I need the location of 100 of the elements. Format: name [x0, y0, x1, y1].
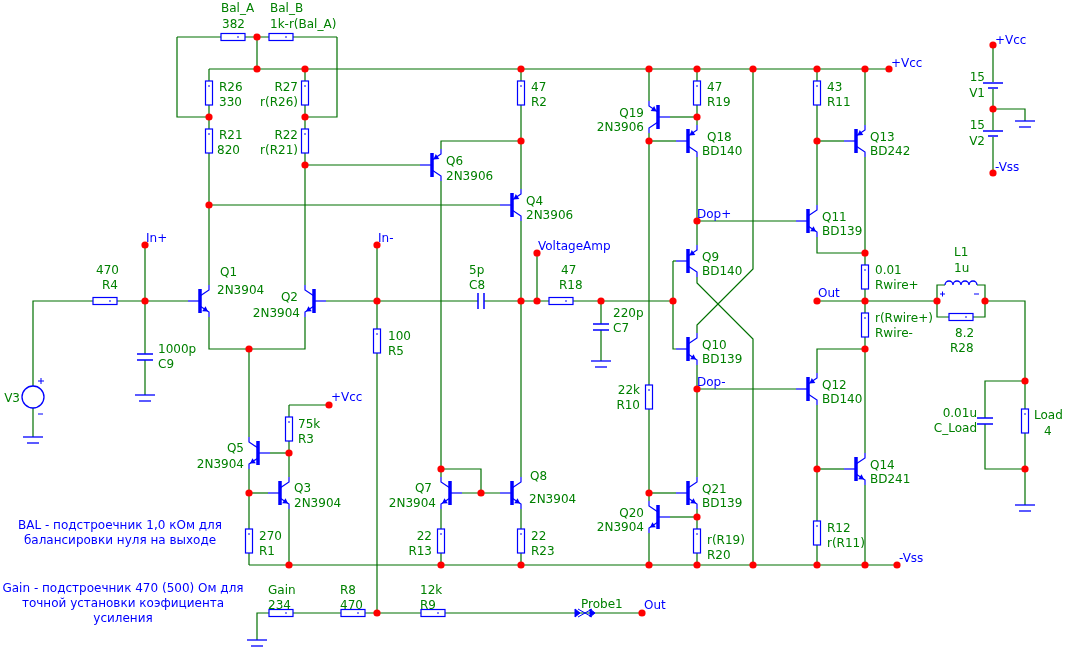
component-label: BD242 — [870, 144, 911, 158]
component-label: V2 — [969, 134, 985, 148]
component-label: Q18 — [707, 130, 732, 144]
component-label: Q1 — [220, 265, 238, 279]
component-label: 270 — [259, 529, 282, 543]
component-label: R1 — [259, 544, 275, 558]
component-label: 1k-r(Bal_A) — [270, 17, 337, 31]
component-label: Q8 — [530, 469, 548, 483]
component-label: 0.01u — [942, 406, 977, 420]
component-label: 15 — [969, 118, 985, 132]
component-label: C9 — [158, 357, 174, 371]
net-label: In+ — [146, 231, 168, 245]
component-label: Load — [1034, 408, 1063, 422]
component-label: 1000p — [158, 342, 197, 356]
component-label: BD140 — [822, 392, 863, 406]
component-label: Q6 — [446, 154, 464, 168]
component-label: Rwire- — [875, 326, 913, 340]
component-label: Q20 — [619, 506, 644, 520]
component-label: BD241 — [870, 472, 911, 486]
component-label: 5p — [469, 263, 485, 277]
component-label: 4 — [1044, 424, 1052, 438]
component-label: 47 — [561, 263, 577, 277]
component-label: 470 — [340, 598, 363, 612]
component-label: R28 — [950, 341, 974, 355]
net-label: In- — [378, 231, 394, 245]
component-label: Gain — [268, 583, 296, 597]
component-label: 22k — [617, 383, 640, 397]
component-label: 75k — [298, 417, 321, 431]
component-label: 100 — [388, 329, 411, 343]
component-label: 470 — [96, 263, 119, 277]
component-label: R9 — [420, 598, 436, 612]
component-label: 43 — [827, 80, 843, 94]
net-label: +Vcc — [995, 33, 1027, 47]
component-label: r(Rwire+) — [875, 311, 933, 325]
component-label: Bal_B — [270, 1, 304, 15]
component-label: L1 — [954, 245, 969, 259]
component-label: R18 — [559, 278, 583, 292]
component-label: 2N3904 — [252, 306, 300, 320]
net-label: Dop+ — [697, 207, 732, 221]
component-label: R8 — [340, 583, 356, 597]
component-label: Bal_A — [221, 1, 255, 15]
component-label: 2N3904 — [529, 492, 577, 506]
component-label: 15 — [969, 70, 985, 84]
component-label: Q10 — [702, 338, 727, 352]
component-label: 2N3904 — [294, 496, 342, 510]
component-label: C8 — [469, 278, 485, 292]
component-label: R13 — [408, 544, 432, 558]
component-label: r(R11) — [827, 536, 865, 550]
component-label: R22 — [274, 128, 298, 142]
component-label: 47 — [531, 80, 547, 94]
component-label: Q14 — [870, 458, 895, 472]
note-text: BAL - подстроечник 1,0 кОм для балансировки нуля на выходе — [17, 518, 223, 548]
net-label: -Vss — [899, 551, 924, 565]
component-label: R27 — [274, 80, 298, 94]
component-label: BD139 — [702, 352, 743, 366]
component-label: R12 — [827, 521, 851, 535]
component-label: Q7 — [414, 481, 432, 495]
component-label: Rwire+ — [875, 278, 919, 292]
component-label: BD139 — [822, 224, 863, 238]
component-label: R21 — [219, 128, 243, 142]
component-label: 234 — [268, 598, 291, 612]
component-label: R2 — [531, 95, 547, 109]
component-label: R23 — [531, 544, 555, 558]
component-label: r(R26) — [260, 95, 298, 109]
component-label: Q2 — [280, 290, 298, 304]
component-label: 820 — [217, 143, 240, 157]
net-label: Out — [644, 598, 666, 612]
component-label: 0.01 — [875, 263, 902, 277]
net-label: +Vcc — [891, 56, 923, 70]
net-label: Dop- — [697, 375, 726, 389]
net-label: Out — [818, 286, 840, 300]
component-label: V1 — [969, 86, 985, 100]
component-label: r(R21) — [260, 143, 298, 157]
component-label: 2N3906 — [526, 208, 574, 222]
component-label: R11 — [827, 95, 851, 109]
component-label: 2N3906 — [596, 120, 644, 134]
component-label: 2N3906 — [446, 169, 494, 183]
component-label: 382 — [222, 17, 245, 31]
net-label: -Vss — [995, 160, 1020, 174]
component-label: BD140 — [702, 264, 743, 278]
component-label: V3 — [4, 391, 20, 405]
component-label: R5 — [388, 344, 404, 358]
component-label: 2N3904 — [217, 283, 265, 297]
component-label: 2N3904 — [596, 520, 644, 534]
component-label: 330 — [219, 95, 242, 109]
component-label: Q5 — [226, 441, 244, 455]
component-label: 8.2 — [955, 326, 975, 340]
component-label: R4 — [102, 278, 118, 292]
component-label: 1u — [954, 261, 970, 275]
component-label: Q9 — [702, 250, 720, 264]
component-label: 2N3904 — [388, 496, 436, 510]
component-label: 12k — [420, 583, 443, 597]
component-label: BD140 — [702, 144, 743, 158]
component-label: 22 — [531, 529, 547, 543]
component-label: R10 — [616, 398, 640, 412]
component-label: 22 — [416, 529, 432, 543]
component-label: 2N3904 — [196, 457, 244, 471]
component-label: Probe1 — [581, 597, 623, 611]
component-label: Q21 — [702, 482, 727, 496]
component-label: BD139 — [702, 496, 743, 510]
